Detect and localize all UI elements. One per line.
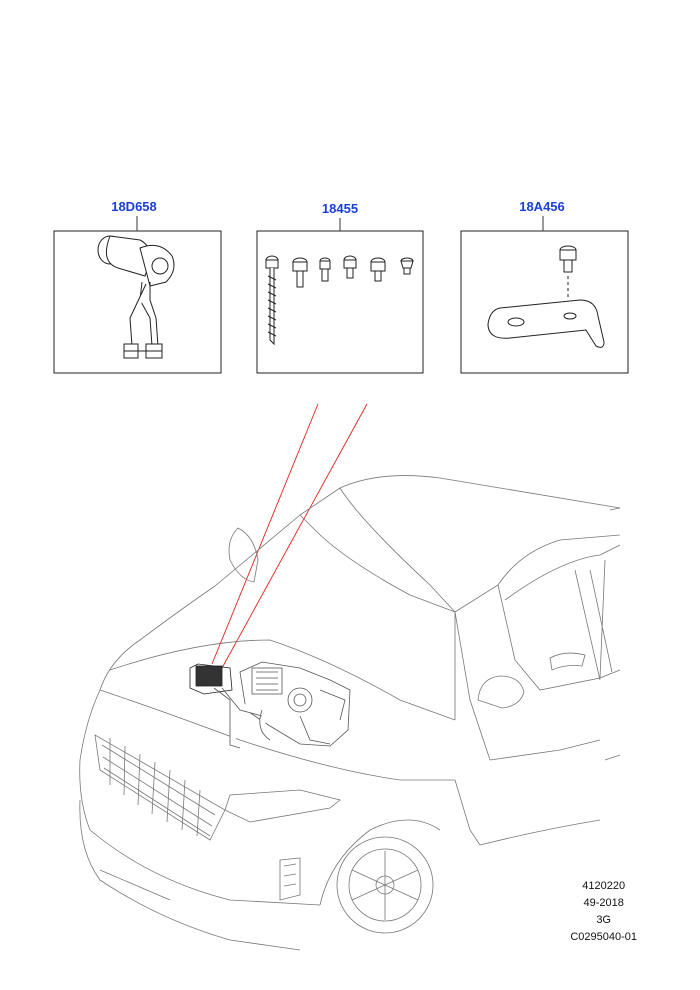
footer-line-3: 3G bbox=[596, 914, 611, 926]
actuator-motor-icon bbox=[97, 235, 175, 359]
vehicle-illustration bbox=[79, 475, 621, 951]
screw-set-icon bbox=[265, 255, 414, 346]
part-box-18d658[interactable] bbox=[53, 230, 222, 374]
part-label-18455[interactable]: 18455 bbox=[321, 201, 359, 216]
part-label-18d658[interactable]: 18D658 bbox=[111, 199, 157, 214]
hvac-unit-illustration bbox=[189, 661, 351, 749]
footer-line-1: 4120220 bbox=[582, 880, 626, 892]
part-box-18a456[interactable] bbox=[460, 230, 629, 374]
reference-footer: 4120220 49-2018 3G C0295040-01 bbox=[570, 878, 637, 946]
footer-line-4: C0295040-01 bbox=[570, 931, 637, 943]
footer-line-2: 49-2018 bbox=[583, 897, 624, 909]
bracket-icon bbox=[487, 245, 605, 348]
callout-lines bbox=[211, 403, 368, 669]
part-box-18455[interactable] bbox=[256, 230, 424, 374]
part-label-18a456[interactable]: 18A456 bbox=[519, 199, 565, 214]
